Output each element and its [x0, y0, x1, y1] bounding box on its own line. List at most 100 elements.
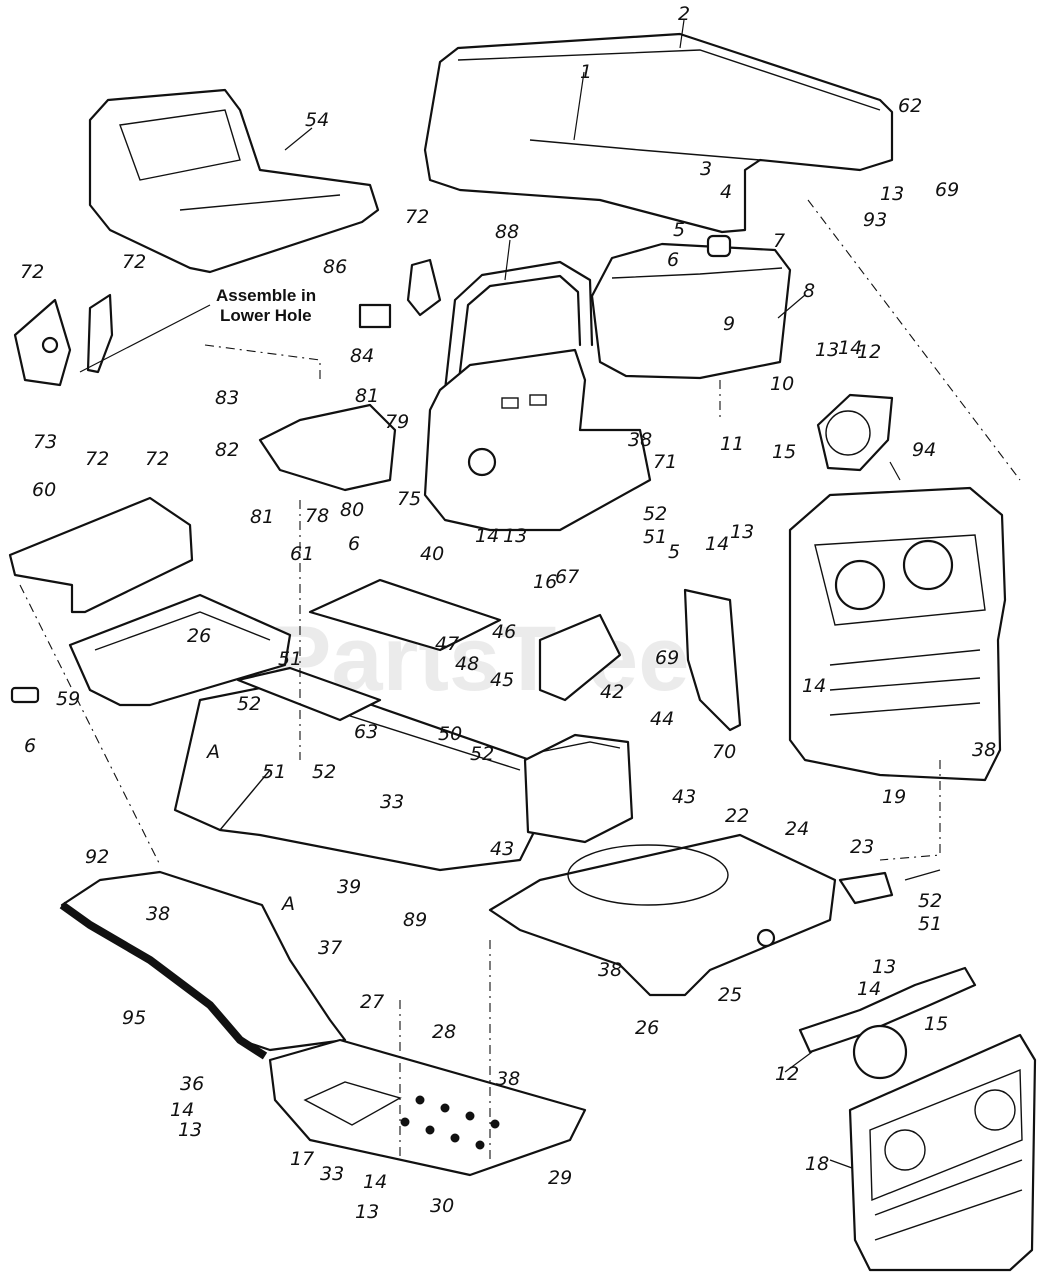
chassis-part	[488, 833, 837, 997]
front-grille-part	[848, 1033, 1037, 1272]
callout: 71	[653, 451, 677, 473]
steering-bracket-part	[443, 260, 594, 392]
section-mark: A	[280, 893, 295, 915]
callout: 82	[215, 439, 239, 461]
callout: 28	[432, 1021, 456, 1043]
callout: 22	[725, 805, 749, 827]
callout: 14	[802, 675, 826, 697]
callout: 14	[475, 525, 499, 547]
callout: 25	[718, 984, 742, 1006]
small-hardware-parts	[10, 258, 894, 905]
battery-cover-part	[8, 496, 194, 614]
callout: 44	[650, 708, 674, 730]
callout: 38	[972, 739, 996, 761]
callout: 47	[435, 633, 459, 655]
callout: 13	[503, 525, 527, 547]
callout: 52	[470, 743, 494, 765]
callout: 80	[340, 499, 364, 521]
callout: 86	[323, 256, 347, 278]
callout: 4	[720, 181, 732, 203]
dash-panel-part	[423, 348, 652, 532]
callout: 15	[924, 1013, 948, 1035]
callout: 26	[187, 625, 211, 647]
callout-labels: 2 1 62 69 13 93 3 4 5 6 7 8 9 10 11 13 1…	[20, 3, 996, 1223]
callout: 13	[872, 956, 896, 978]
callout: 73	[33, 431, 57, 453]
battery-tray-part	[68, 593, 292, 707]
callout: 18	[805, 1153, 829, 1175]
callout: 38	[598, 959, 622, 981]
callout: 14	[705, 533, 729, 555]
note-line-2: Lower Hole	[220, 306, 312, 325]
bracket-70-part	[683, 588, 742, 732]
grill-housing-part	[788, 486, 1007, 782]
seat-part	[88, 88, 380, 274]
callout: 6	[24, 735, 36, 757]
callout: 38	[496, 1068, 520, 1090]
callout: 26	[635, 1017, 659, 1039]
callout: 50	[438, 723, 462, 745]
callout: 88	[495, 221, 519, 243]
callout: 38	[146, 903, 170, 925]
callout: 11	[720, 433, 744, 455]
assembly-lines	[19, 199, 1021, 1160]
callout: 78	[305, 505, 329, 527]
callout: 72	[122, 251, 146, 273]
callout: 43	[490, 838, 514, 860]
callout: 51	[643, 526, 667, 548]
callout: 6	[348, 533, 360, 555]
callout: 3	[700, 158, 712, 180]
callout: 54	[305, 109, 329, 131]
fuel-tank-part	[590, 234, 792, 380]
footrest-part	[268, 1038, 587, 1177]
callout: 16	[533, 571, 557, 593]
callout: 72	[145, 448, 169, 470]
callout: 13	[730, 521, 754, 543]
callout: 38	[628, 429, 652, 451]
headlight-part	[816, 393, 894, 472]
callout: 51	[278, 648, 302, 670]
callout: 2	[678, 3, 690, 25]
callout: 40	[420, 543, 444, 565]
note-line-1: Assemble in	[216, 286, 316, 305]
callout: 46	[492, 621, 516, 643]
callout: 52	[312, 761, 336, 783]
battery-part	[523, 733, 634, 844]
callout: 12	[857, 341, 881, 363]
callout: 52	[918, 890, 942, 912]
callout: 79	[385, 411, 409, 433]
callout: 89	[403, 909, 427, 931]
callout: 72	[405, 206, 429, 228]
callout: 51	[262, 761, 286, 783]
callout: 14	[170, 1099, 194, 1121]
callout: 37	[318, 937, 342, 959]
callout: 63	[354, 721, 378, 743]
muffler-part	[258, 403, 397, 492]
hood-part	[423, 32, 894, 234]
bumper-bracket-part	[798, 966, 977, 1080]
main-frame-part	[173, 678, 542, 872]
callout: 70	[712, 741, 736, 763]
callout: 60	[32, 479, 56, 501]
callout: 33	[320, 1163, 344, 1185]
callout: 13	[355, 1201, 379, 1223]
leader-lines	[79, 19, 941, 1169]
callout: 62	[898, 95, 922, 117]
callout: 72	[20, 261, 44, 283]
callout: 30	[430, 1195, 454, 1217]
callout: 14	[857, 978, 881, 1000]
callout: 1	[580, 61, 592, 83]
callout: 5	[668, 541, 680, 563]
callout: 94	[912, 439, 936, 461]
callout: 7	[773, 230, 785, 252]
fender-part	[59, 870, 347, 1060]
callout: 45	[490, 669, 514, 691]
callout: 6	[667, 249, 679, 271]
callout: 48	[455, 653, 479, 675]
callout: 5	[673, 219, 685, 241]
callout: 24	[785, 818, 809, 840]
callout: 81	[250, 506, 274, 528]
callout: 13	[880, 183, 904, 205]
callout: 36	[180, 1073, 204, 1095]
